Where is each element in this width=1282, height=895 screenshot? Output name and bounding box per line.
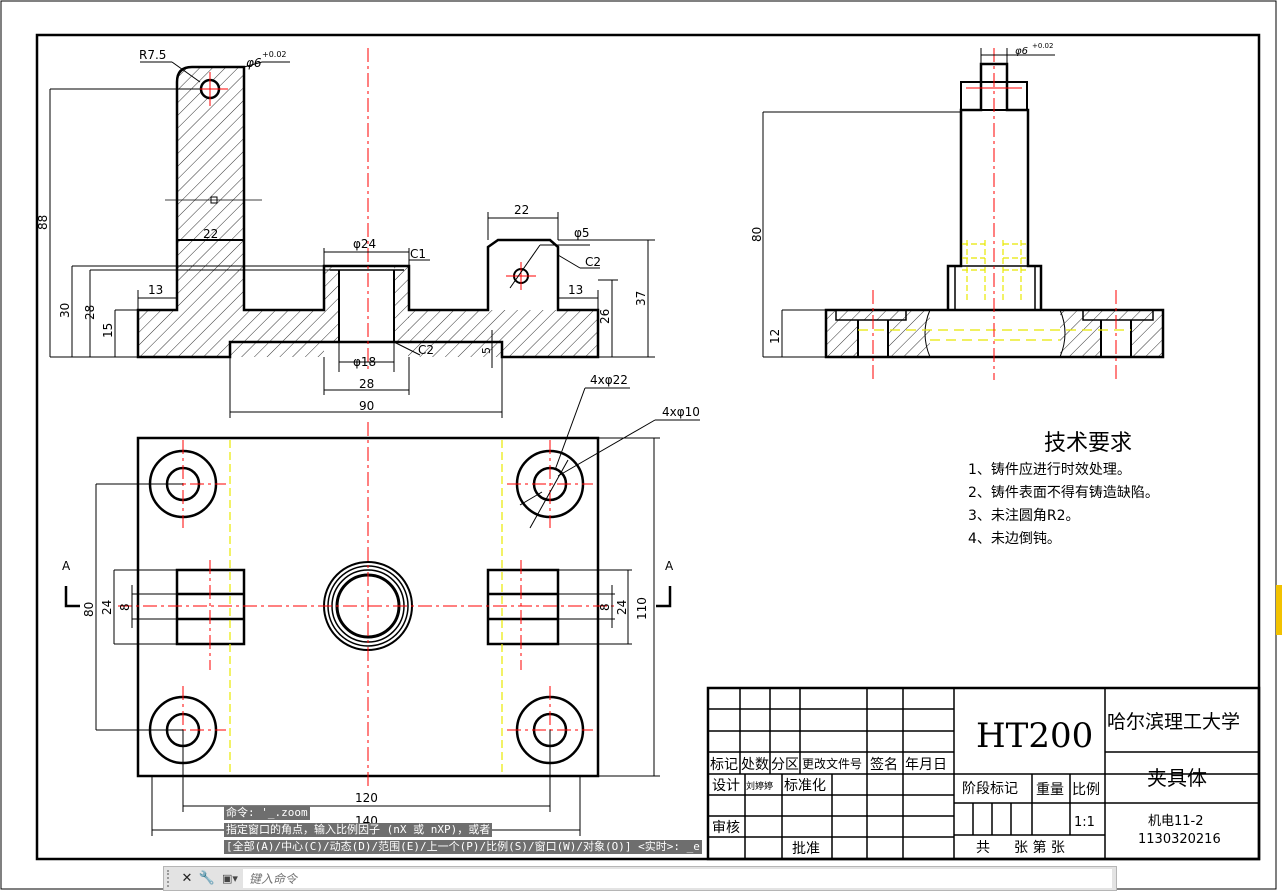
tech-item-4: 4、未边倒钝。 xyxy=(968,531,1061,547)
side-dim-phi6: φ6 xyxy=(1015,46,1028,57)
section-mark-a-right: A xyxy=(665,559,674,573)
dim-88: 88 xyxy=(36,215,50,230)
command-line-bar: ✕ 🔧 ▣▾ xyxy=(163,866,1117,891)
command-input[interactable] xyxy=(243,869,1112,888)
dim-phi6-tol: +0.02 xyxy=(262,50,287,59)
tb-sheet: 张 第 张 xyxy=(1014,839,1065,856)
command-history: 命令: '_.zoom 指定窗口的角点，输入比例因子 (nX 或 nXP)，或者… xyxy=(224,806,764,857)
top-dim-8-right: 8 xyxy=(598,603,612,611)
tb-stage-mark: 阶段标记 xyxy=(962,781,1018,797)
tb-sign: 签名 xyxy=(870,756,898,773)
title-school: 哈尔滨理工大学 xyxy=(1107,711,1240,733)
dim-4x-phi10: 4xφ10 xyxy=(662,405,700,419)
tb-standard: 标准化 xyxy=(784,778,826,794)
dim-37: 37 xyxy=(634,291,648,306)
dim-22-boss: 22 xyxy=(514,203,529,217)
tb-scale-value: 1:1 xyxy=(1074,815,1095,830)
dim-22-upright: 22 xyxy=(203,227,218,241)
wrench-icon[interactable]: 🔧 xyxy=(198,871,216,886)
side-dim-80: 80 xyxy=(750,227,764,242)
tb-class: 机电11-2 xyxy=(1148,814,1204,829)
dim-phi5: φ5 xyxy=(574,226,590,240)
top-dim-24-right: 24 xyxy=(615,600,629,615)
dim-phi6: φ6 xyxy=(246,56,262,70)
tech-title: 技术要求 xyxy=(1044,431,1132,456)
top-dim-80: 80 xyxy=(82,602,96,617)
dim-5: 5 xyxy=(480,347,493,354)
dim-c1: C1 xyxy=(410,247,426,261)
top-dim-8-left: 8 xyxy=(118,603,132,611)
tb-approve: 批准 xyxy=(792,841,820,857)
title-material: HT200 xyxy=(976,716,1093,756)
tb-designer: 刘婷婷 xyxy=(746,780,773,792)
title-part-name: 夹具体 xyxy=(1147,766,1207,790)
tb-scale: 比例 xyxy=(1072,782,1100,798)
command-history-line: 命令: '_.zoom xyxy=(224,806,310,820)
command-prompt-icon[interactable]: ▣▾ xyxy=(222,872,238,885)
side-view: φ6 +0.02 80 12 xyxy=(750,42,1165,380)
dim-4x-phi22: 4xφ22 xyxy=(590,373,628,387)
dim-28-bore: 28 xyxy=(359,377,374,391)
side-dim-phi6-tol: +0.02 xyxy=(1032,42,1053,50)
dim-c2-bore: C2 xyxy=(418,343,434,357)
front-view xyxy=(136,48,600,370)
front-view-dim-lines xyxy=(49,61,655,418)
dim-90: 90 xyxy=(359,399,374,413)
tb-mark: 标记 xyxy=(710,757,738,773)
tb-change-doc: 更改文件号 xyxy=(802,756,862,771)
dim-13-left: 13 xyxy=(148,283,163,297)
tb-count: 处数 xyxy=(741,757,769,773)
tb-design: 设计 xyxy=(712,778,740,794)
tb-weight: 重量 xyxy=(1036,782,1064,798)
dim-phi24: φ24 xyxy=(353,237,376,251)
tb-total: 共 xyxy=(976,840,990,856)
close-icon[interactable]: ✕ xyxy=(181,871,193,886)
side-dim-12: 12 xyxy=(768,329,782,344)
tech-item-3: 3、未注圆角R2。 xyxy=(968,508,1080,524)
dim-30: 30 xyxy=(58,303,72,318)
dim-28: 28 xyxy=(83,305,97,320)
grip-handle[interactable] xyxy=(167,870,177,887)
dim-r75: R7.5 xyxy=(139,48,166,62)
dim-15: 15 xyxy=(101,323,115,338)
tb-review: 审核 xyxy=(712,820,740,836)
top-dim-24-left: 24 xyxy=(100,600,114,615)
tb-student-id: 1130320216 xyxy=(1138,832,1221,847)
command-history-line: 指定窗口的角点，输入比例因子 (nX 或 nXP)，或者 xyxy=(224,823,493,837)
top-dim-120: 120 xyxy=(355,791,378,805)
title-block: HT200 哈尔滨理工大学 夹具体 标记 处数 分区 更改文件号 签名 年月日 … xyxy=(706,686,1261,861)
command-history-line: [全部(A)/中心(C)/动态(D)/范围(E)/上一个(P)/比例(S)/窗口… xyxy=(224,840,702,854)
top-view: 4xφ22 4xφ10 A A 80 24 8 8 24 110 120 140 xyxy=(62,373,700,836)
tech-item-2: 2、铸件表面不得有铸造缺陷。 xyxy=(968,484,1159,501)
tech-requirements: 技术要求 1、铸件应进行时效处理。 2、铸件表面不得有铸造缺陷。 3、未注圆角R… xyxy=(968,431,1159,547)
tb-zone: 分区 xyxy=(771,757,799,773)
edge-indicator xyxy=(1276,585,1282,635)
dim-c2-boss: C2 xyxy=(585,255,601,269)
dim-phi18: φ18 xyxy=(353,355,376,369)
front-view-dim-texts: R7.5 φ6 +0.02 88 22 30 28 15 13 φ24 C1 2… xyxy=(36,48,648,413)
dim-26: 26 xyxy=(598,309,612,324)
section-mark-a-left: A xyxy=(62,559,71,573)
dim-13-right: 13 xyxy=(568,283,583,297)
tb-date: 年月日 xyxy=(905,757,947,773)
tech-item-1: 1、铸件应进行时效处理。 xyxy=(968,461,1131,478)
top-dim-110: 110 xyxy=(635,597,649,620)
